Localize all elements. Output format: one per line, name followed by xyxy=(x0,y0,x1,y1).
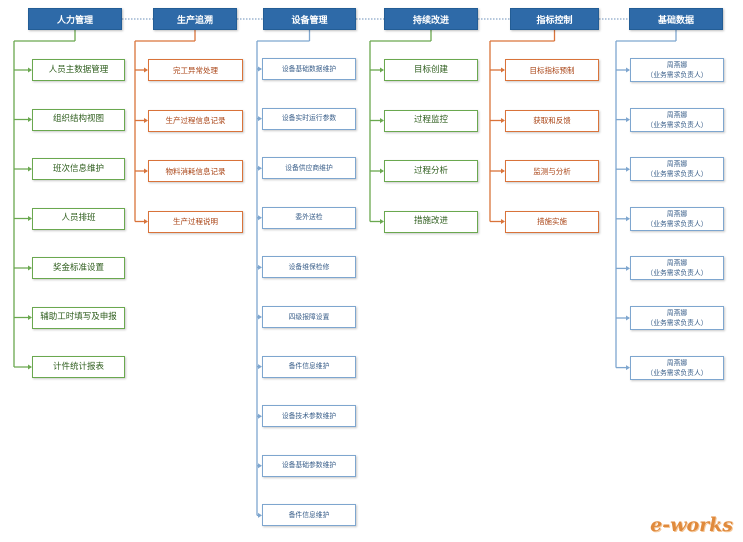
owner-name: 周燕娜 xyxy=(666,61,688,69)
owner-node[interactable]: 周燕娜（业务需求负责人） xyxy=(630,157,724,182)
connector-arrowhead xyxy=(258,512,262,518)
module-node[interactable]: 生产过程说明 xyxy=(148,210,243,233)
module-node[interactable]: 设备技术参数维护 xyxy=(262,405,356,428)
module-node[interactable]: 人员主数据管理 xyxy=(32,59,125,81)
module-node[interactable]: 设备基础参数维护 xyxy=(262,454,356,477)
module-node[interactable]: 设备维保检修 xyxy=(262,256,356,279)
connector-arrowhead xyxy=(28,117,32,122)
connector-arrowhead xyxy=(626,265,630,271)
module-node[interactable]: 过程分析 xyxy=(384,160,478,182)
module-node[interactable]: 四级报障设置 xyxy=(262,306,356,328)
owner-name: 周燕娜 xyxy=(666,358,688,367)
module-node[interactable]: 辅助工时填写及申报 xyxy=(32,306,125,329)
connector-arrowhead xyxy=(28,216,32,221)
connector-arrowhead xyxy=(28,315,32,320)
connector-arrowhead xyxy=(380,118,384,123)
connector-arrowhead xyxy=(144,168,148,174)
connector-arrowhead xyxy=(144,118,148,123)
connector-arrowhead xyxy=(626,216,630,222)
column-header[interactable]: 指标控制 xyxy=(510,8,599,30)
owner-name: 周燕娜 xyxy=(666,309,688,317)
module-node[interactable]: 措施改进 xyxy=(384,210,478,233)
module-node[interactable]: 备件信息维护 xyxy=(262,355,356,378)
connector-arrowhead xyxy=(28,364,32,370)
watermark-logo: e-works xyxy=(650,514,733,536)
owner-node[interactable]: 周燕娜（业务需求负责人） xyxy=(630,107,724,132)
module-node[interactable]: 奖金标准设置 xyxy=(32,257,125,279)
owner-role: （业务需求负责人） xyxy=(646,319,708,327)
module-node[interactable]: 组织结构视图 xyxy=(32,108,125,131)
connector-arrowhead xyxy=(28,265,32,271)
module-node[interactable]: 监测与分析 xyxy=(505,160,599,182)
connector-arrowhead xyxy=(501,168,505,174)
owner-role: （业务需求负责人） xyxy=(646,368,708,377)
module-node[interactable]: 物料消耗信息记录 xyxy=(148,160,243,182)
connector-arrowhead xyxy=(258,364,262,370)
connector-arrowhead xyxy=(626,166,630,172)
owner-name: 周燕娜 xyxy=(666,110,688,119)
connector-arrowhead xyxy=(501,67,505,73)
connector-arrowhead xyxy=(626,117,630,123)
module-node[interactable]: 设备实时运行参数 xyxy=(262,107,356,130)
owner-role: （业务需求负责人） xyxy=(646,219,708,228)
connector-arrowhead xyxy=(380,219,384,224)
connector-arrowhead xyxy=(380,67,384,73)
connector-arrowhead xyxy=(626,315,630,321)
module-node[interactable]: 计件统计报表 xyxy=(32,356,125,378)
owner-node[interactable]: 周燕娜 （业务需求负责人） xyxy=(630,306,724,330)
connector-arrowhead xyxy=(144,67,148,73)
owner-name: 周燕娜 xyxy=(666,259,688,268)
connector-arrowhead xyxy=(258,66,262,72)
connector-arrowhead xyxy=(626,365,630,371)
connector-arrowhead xyxy=(28,166,32,172)
connector-arrowhead xyxy=(258,116,262,122)
module-node[interactable]: 委外送检 xyxy=(262,206,356,229)
owner-node[interactable]: 周燕娜（业务需求负责人） xyxy=(630,355,724,380)
connector-arrowhead xyxy=(501,219,505,224)
connector-arrowhead xyxy=(28,67,32,73)
module-node[interactable]: 生产过程信息记录 xyxy=(148,109,243,132)
column-header[interactable]: 持续改进 xyxy=(384,8,478,30)
owner-node[interactable]: 周燕娜 （业务需求负责人） xyxy=(630,58,724,82)
connector-arrowhead xyxy=(144,219,148,224)
module-node[interactable]: 备件信息维护 xyxy=(262,504,356,527)
owner-role: （业务需求负责人） xyxy=(646,71,708,79)
connector-arrowhead xyxy=(258,165,262,171)
connector-arrowhead xyxy=(258,314,262,320)
connector-arrowhead xyxy=(258,264,262,270)
owner-role: （业务需求负责人） xyxy=(646,269,708,278)
owner-role: （业务需求负责人） xyxy=(646,120,708,129)
module-node[interactable]: 人员排班 xyxy=(32,207,125,230)
module-node[interactable]: 目标指标预制 xyxy=(505,59,599,81)
owner-node[interactable]: 周燕娜（业务需求负责人） xyxy=(630,206,724,231)
connector-arrowhead xyxy=(501,118,505,123)
connector-arrowhead xyxy=(258,463,262,469)
owner-name: 周燕娜 xyxy=(666,160,688,169)
connector-arrowhead xyxy=(258,413,262,419)
column-header[interactable]: 生产追溯 xyxy=(153,8,237,30)
module-node[interactable]: 设备基础数据维护 xyxy=(262,58,356,80)
column-header[interactable]: 设备管理 xyxy=(263,8,356,30)
column-header[interactable]: 基础数据 xyxy=(629,8,723,30)
module-node[interactable]: 完工异常处理 xyxy=(148,59,243,81)
module-node[interactable]: 措施实施 xyxy=(505,210,599,233)
module-node[interactable]: 班次信息维护 xyxy=(32,158,125,180)
module-node[interactable]: 目标创建 xyxy=(384,59,478,81)
owner-name: 周燕娜 xyxy=(666,209,688,218)
owner-role: （业务需求负责人） xyxy=(646,170,708,179)
connector-arrowhead xyxy=(258,215,262,221)
column-header[interactable]: 人力管理 xyxy=(28,8,122,30)
connector-arrowhead xyxy=(380,168,384,174)
module-node[interactable]: 获取和反馈 xyxy=(505,109,599,132)
connector-arrowhead xyxy=(626,67,630,73)
module-node[interactable]: 设备供应商维护 xyxy=(262,157,356,180)
module-node[interactable]: 过程监控 xyxy=(384,109,478,132)
owner-node[interactable]: 周燕娜（业务需求负责人） xyxy=(630,256,724,281)
